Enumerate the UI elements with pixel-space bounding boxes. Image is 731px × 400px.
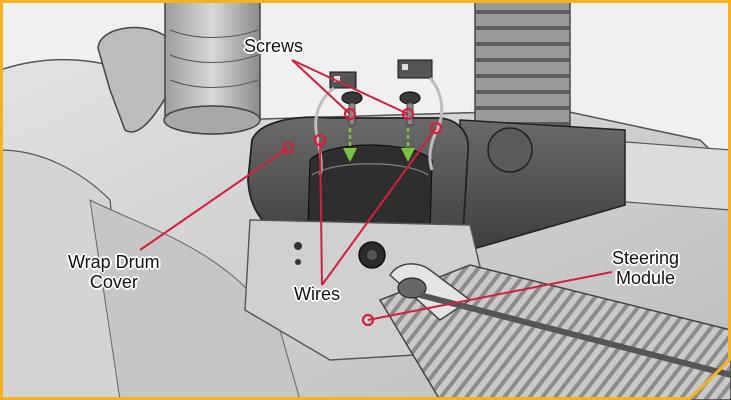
label-screws-text: Screws xyxy=(244,36,304,56)
wire-connector-left xyxy=(329,71,357,89)
callout-markers xyxy=(281,107,443,327)
label-wires-text: Wires xyxy=(294,284,340,304)
label-wrap-drum-cover-line1: Wrap Drum xyxy=(68,252,160,272)
label-steering-module-line1: Steering xyxy=(612,248,680,268)
callout-lines xyxy=(139,59,613,321)
label-wrap-drum-cover: Wrap Drum Cover xyxy=(68,252,160,292)
label-wires: Wires xyxy=(294,284,340,304)
label-steering-module-line2: Module xyxy=(616,268,676,288)
steering-module xyxy=(378,263,731,400)
left-shaft-collar xyxy=(169,29,259,88)
insert-arrow-left xyxy=(343,128,357,162)
label-screws: Screws xyxy=(244,36,303,56)
wire-connector-right xyxy=(397,59,433,79)
left-shaft-tube xyxy=(164,0,261,121)
insert-arrow-right xyxy=(401,128,415,162)
label-steering-module: Steering Module xyxy=(612,248,679,288)
label-wrap-drum-cover-line2: Cover xyxy=(89,272,138,292)
